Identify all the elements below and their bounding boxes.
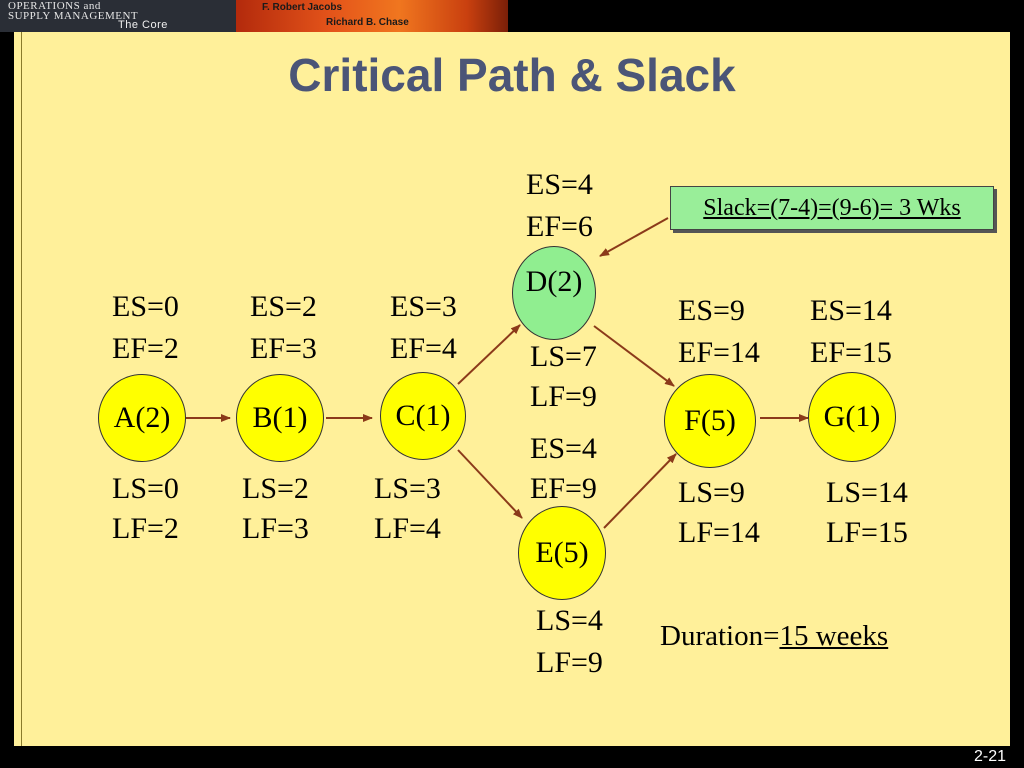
node-c-es: ES=3	[390, 290, 457, 323]
node-c: C(1)	[380, 372, 466, 460]
left-rule-line	[21, 32, 22, 746]
duration-label: Duration=	[660, 620, 780, 652]
node-g-es: ES=14	[810, 294, 892, 327]
duration-value: 15 weeks	[779, 620, 889, 652]
node-d: D(2)	[512, 246, 596, 340]
node-c-ls: LS=3	[374, 472, 441, 505]
node-e-ef: EF=9	[530, 472, 597, 505]
banner-author-panel: F. Robert Jacobs Richard B. Chase	[236, 0, 508, 32]
node-a-ef: EF=2	[112, 332, 179, 365]
node-f-ls: LS=9	[678, 476, 745, 509]
node-d-lf: LF=9	[530, 380, 597, 413]
node-a-lf: LF=2	[112, 512, 179, 545]
slide-title: Critical Path & Slack	[288, 49, 736, 101]
page-number: 2-21	[973, 748, 1006, 765]
book-banner: OPERATIONS and SUPPLY MANAGEMENT The Cor…	[0, 0, 508, 32]
node-f-es: ES=9	[678, 294, 745, 327]
banner-title-panel: OPERATIONS and SUPPLY MANAGEMENT The Cor…	[0, 0, 236, 32]
book-title-line1: OPERATIONS and	[8, 0, 101, 12]
node-g: G(1)	[808, 372, 896, 462]
author-2: Richard B. Chase	[326, 17, 409, 28]
slack-callout: Slack=(7-4)=(9-6)= 3 Wks	[670, 186, 994, 230]
node-g-ef: EF=15	[810, 336, 892, 369]
node-f-ef: EF=14	[678, 336, 760, 369]
node-e-es: ES=4	[530, 432, 597, 465]
node-f-lf: LF=14	[678, 516, 760, 549]
node-b-ef: EF=3	[250, 332, 317, 365]
node-b-es: ES=2	[250, 290, 317, 323]
node-c-ef: EF=4	[390, 332, 457, 365]
node-e: E(5)	[518, 506, 606, 600]
node-e-lf: LF=9	[536, 646, 603, 679]
node-b-lf: LF=3	[242, 512, 309, 545]
node-g-lf: LF=15	[826, 516, 908, 549]
node-a-ls: LS=0	[112, 472, 179, 505]
node-g-ls: LS=14	[826, 476, 908, 509]
node-a: A(2)	[98, 374, 186, 462]
node-d-ls: LS=7	[530, 340, 597, 373]
book-title-line2: SUPPLY MANAGEMENT	[8, 10, 139, 22]
node-c-lf: LF=4	[374, 512, 441, 545]
node-b-ls: LS=2	[242, 472, 309, 505]
book-title-line3: The Core	[118, 19, 168, 31]
project-duration: Duration=15 weeks	[660, 620, 888, 653]
node-d-ef: EF=6	[526, 210, 593, 243]
author-1: F. Robert Jacobs	[262, 2, 343, 13]
node-f: F(5)	[664, 374, 756, 468]
node-e-ls: LS=4	[536, 604, 603, 637]
node-b: B(1)	[236, 374, 324, 462]
node-a-es: ES=0	[112, 290, 179, 323]
node-d-es: ES=4	[526, 168, 593, 201]
